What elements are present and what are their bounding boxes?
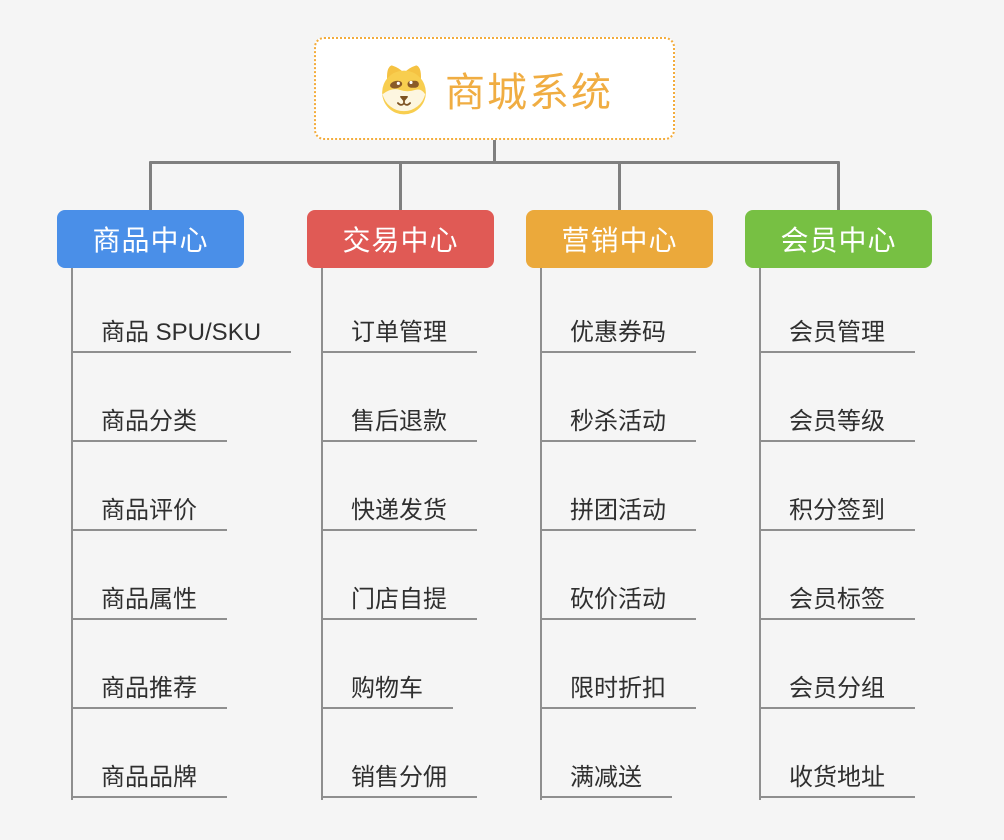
- dog-face-icon: [376, 61, 432, 117]
- leaf-node[interactable]: 收货地址: [759, 763, 915, 798]
- connector-leaf-spine: [71, 268, 73, 800]
- leaf-node[interactable]: 商品分类: [71, 407, 227, 442]
- leaf-node[interactable]: 会员管理: [759, 318, 915, 353]
- connector-leaf-spine: [540, 268, 542, 800]
- connector-leaf-spine: [759, 268, 761, 800]
- leaf-node[interactable]: 满减送: [540, 763, 672, 798]
- leaf-node[interactable]: 拼团活动: [540, 496, 696, 531]
- root-title: 商城系统: [445, 70, 613, 115]
- leaf-node[interactable]: 售后退款: [321, 407, 477, 442]
- connector-branch-stub: [618, 161, 621, 211]
- leaf-node[interactable]: 商品推荐: [71, 674, 227, 709]
- leaf-node[interactable]: 商品品牌: [71, 763, 227, 798]
- leaf-node[interactable]: 商品评价: [71, 496, 227, 531]
- leaf-node[interactable]: 秒杀活动: [540, 407, 696, 442]
- leaf-node[interactable]: 商品属性: [71, 585, 227, 620]
- connector-branch-stub: [837, 161, 840, 211]
- branch-trade-center[interactable]: 交易中心: [307, 210, 494, 268]
- leaf-node[interactable]: 会员标签: [759, 585, 915, 620]
- leaf-node[interactable]: 快递发货: [321, 496, 477, 531]
- leaf-node[interactable]: 会员分组: [759, 674, 915, 709]
- leaf-node[interactable]: 限时折扣: [540, 674, 696, 709]
- connector-horizontal-line: [149, 161, 840, 164]
- branch-marketing-center[interactable]: 营销中心: [526, 210, 713, 268]
- leaf-node[interactable]: 会员等级: [759, 407, 915, 442]
- leaf-node[interactable]: 优惠券码: [540, 318, 696, 353]
- leaf-node[interactable]: 商品 SPU/SKU: [71, 318, 292, 353]
- leaf-node[interactable]: 积分签到: [759, 496, 915, 531]
- branch-member-center[interactable]: 会员中心: [745, 210, 932, 268]
- leaf-node[interactable]: 门店自提: [321, 585, 477, 620]
- connector-branch-stub: [399, 161, 402, 211]
- leaf-node[interactable]: 订单管理: [321, 318, 477, 353]
- connector-branch-stub: [149, 161, 152, 211]
- leaf-node[interactable]: 销售分佣: [321, 763, 477, 798]
- leaf-node[interactable]: 购物车: [321, 674, 453, 709]
- branch-product-center[interactable]: 商品中心: [57, 210, 244, 268]
- connector-root-stub: [493, 139, 496, 164]
- connector-leaf-spine: [321, 268, 323, 800]
- root-node[interactable]: 商城系统: [314, 37, 675, 140]
- leaf-node[interactable]: 砍价活动: [540, 585, 696, 620]
